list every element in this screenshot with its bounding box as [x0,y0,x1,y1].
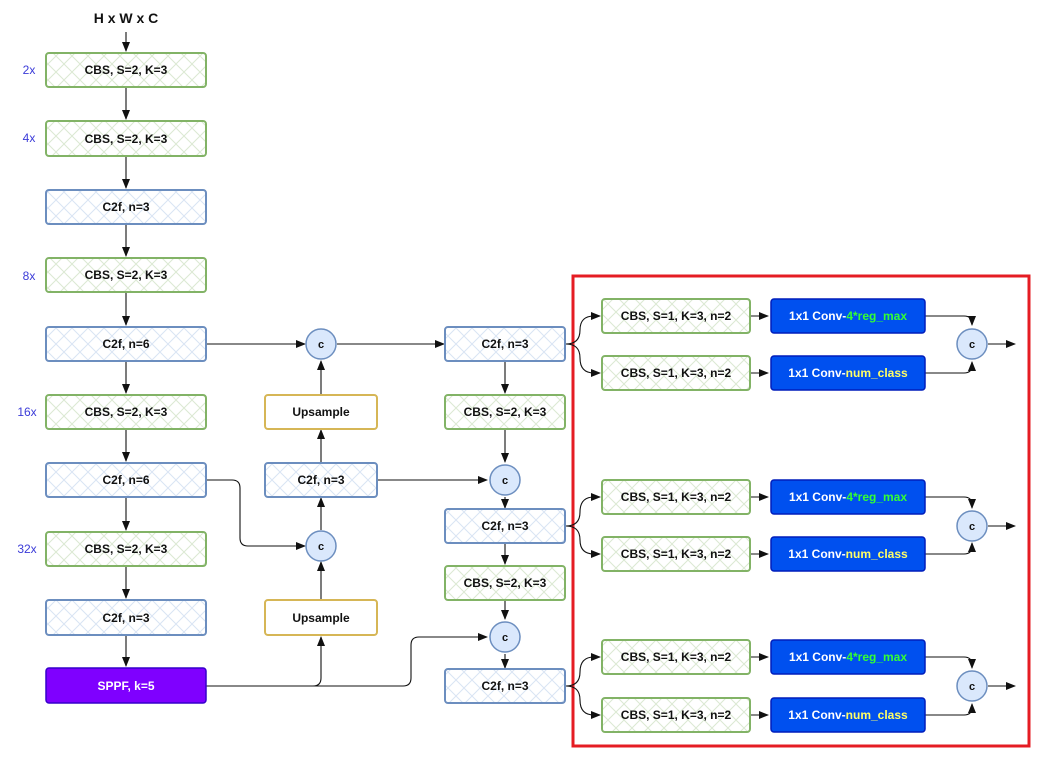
neck-upsample-1: Upsample [264,394,378,430]
head-cbs-cls-2: CBS, S=1, K=3, n=2 [601,536,751,572]
concat-label: c [502,475,508,487]
neck-c2f-out-3: C2f, n=3 [444,668,566,704]
block-label: C2f, n=3 [102,611,149,625]
backbone-sppf: SPPF, k=5 [45,667,207,704]
head-conv-cls-3: 1x1 Conv-num_class [770,697,926,733]
neck-cbs-2: CBS, S=2, K=3 [444,565,566,601]
block-label: SPPF, k=5 [97,679,154,693]
neck-upsample-2: Upsample [264,599,378,636]
detection-head-highlight [571,274,1031,748]
block-label: C2f, n=3 [102,200,149,214]
backbone-cbs-2: CBS, S=2, K=3 [45,120,207,157]
neck-cbs-1: CBS, S=2, K=3 [444,394,566,430]
block-label: CBS, S=2, K=3 [85,405,168,419]
block-label: CBS, S=2, K=3 [85,542,168,556]
block-label: CBS, S=2, K=3 [85,63,168,77]
block-label: C2f, n=3 [297,473,344,487]
input-size-label: H x W x C [94,10,159,26]
neck-c2f-out-1: C2f, n=3 [444,326,566,362]
backbone-cbs-5: CBS, S=2, K=3 [45,531,207,567]
backbone-c2f-4: C2f, n=3 [45,599,207,636]
head-cbs-cls-3: CBS, S=1, K=3, n=2 [601,697,751,733]
neck-c2f-up: C2f, n=3 [264,462,378,498]
block-label: CBS, S=1, K=3, n=2 [621,366,732,380]
block-label: CBS, S=2, K=3 [464,576,547,590]
concat-label: c [969,339,975,351]
concat-label: c [318,541,324,553]
backbone-cbs-4: CBS, S=2, K=3 [45,394,207,430]
block-label: Upsample [292,611,350,625]
backbone-cbs-3: CBS, S=2, K=3 [45,257,207,293]
conv-label: 1x1 Conv-4*reg_max [789,309,907,323]
block-label: CBS, S=1, K=3, n=2 [621,309,732,323]
head-conv-reg-3: 1x1 Conv-4*reg_max [770,639,926,675]
head-conv-cls-1: 1x1 Conv-num_class [770,355,926,391]
head-conv-reg-1: 1x1 Conv-4*reg_max [770,298,926,334]
neck-c2f-out-2: C2f, n=3 [444,508,566,544]
block-label: CBS, S=2, K=3 [85,132,168,146]
block-label: C2f, n=6 [102,337,149,351]
head-cbs-cls-1: CBS, S=1, K=3, n=2 [601,355,751,391]
conv-label: 1x1 Conv-num_class [788,708,908,722]
connection-arrows [122,32,1016,719]
head-conv-cls-2: 1x1 Conv-num_class [770,536,926,572]
backbone-c2f-2: C2f, n=6 [45,326,207,362]
scale-label-16x: 16x [17,405,36,419]
conv-label: 1x1 Conv-4*reg_max [789,490,907,504]
backbone-c2f-1: C2f, n=3 [45,189,207,225]
block-label: CBS, S=1, K=3, n=2 [621,708,732,722]
scale-label-2x: 2x [23,63,36,77]
block-label: Upsample [292,405,350,419]
head-cbs-reg-2: CBS, S=1, K=3, n=2 [601,479,751,515]
head-cbs-reg-3: CBS, S=1, K=3, n=2 [601,639,751,675]
concat-label: c [969,681,975,693]
block-label: CBS, S=1, K=3, n=2 [621,547,732,561]
concat-node-neck-3: c [489,464,521,496]
scale-label-4x: 4x [23,131,36,145]
block-label: C2f, n=3 [481,519,528,533]
concat-node-head-2: c [956,510,988,542]
concat-node-head-1: c [956,328,988,360]
head-conv-reg-2: 1x1 Conv-4*reg_max [770,479,926,515]
block-label: CBS, S=1, K=3, n=2 [621,650,732,664]
scale-label-8x: 8x [23,269,36,283]
concat-label: c [318,339,324,351]
backbone-c2f-3: C2f, n=6 [45,462,207,498]
concat-node-head-3: c [956,670,988,702]
conv-label: 1x1 Conv-num_class [788,547,908,561]
block-label: C2f, n=3 [481,679,528,693]
concat-node-neck-2: c [305,530,337,562]
concat-node-neck-1: c [305,328,337,360]
block-label: CBS, S=1, K=3, n=2 [621,490,732,504]
scale-label-32x: 32x [17,542,36,556]
conv-label: 1x1 Conv-4*reg_max [789,650,907,664]
head-cbs-reg-1: CBS, S=1, K=3, n=2 [601,298,751,334]
block-label: CBS, S=2, K=3 [464,405,547,419]
backbone-cbs-1: CBS, S=2, K=3 [45,52,207,88]
block-label: CBS, S=2, K=3 [85,268,168,282]
conv-label: 1x1 Conv-num_class [788,366,908,380]
concat-label: c [502,632,508,644]
concat-node-neck-4: c [489,621,521,653]
concat-label: c [969,521,975,533]
block-label: C2f, n=6 [102,473,149,487]
block-label: C2f, n=3 [481,337,528,351]
